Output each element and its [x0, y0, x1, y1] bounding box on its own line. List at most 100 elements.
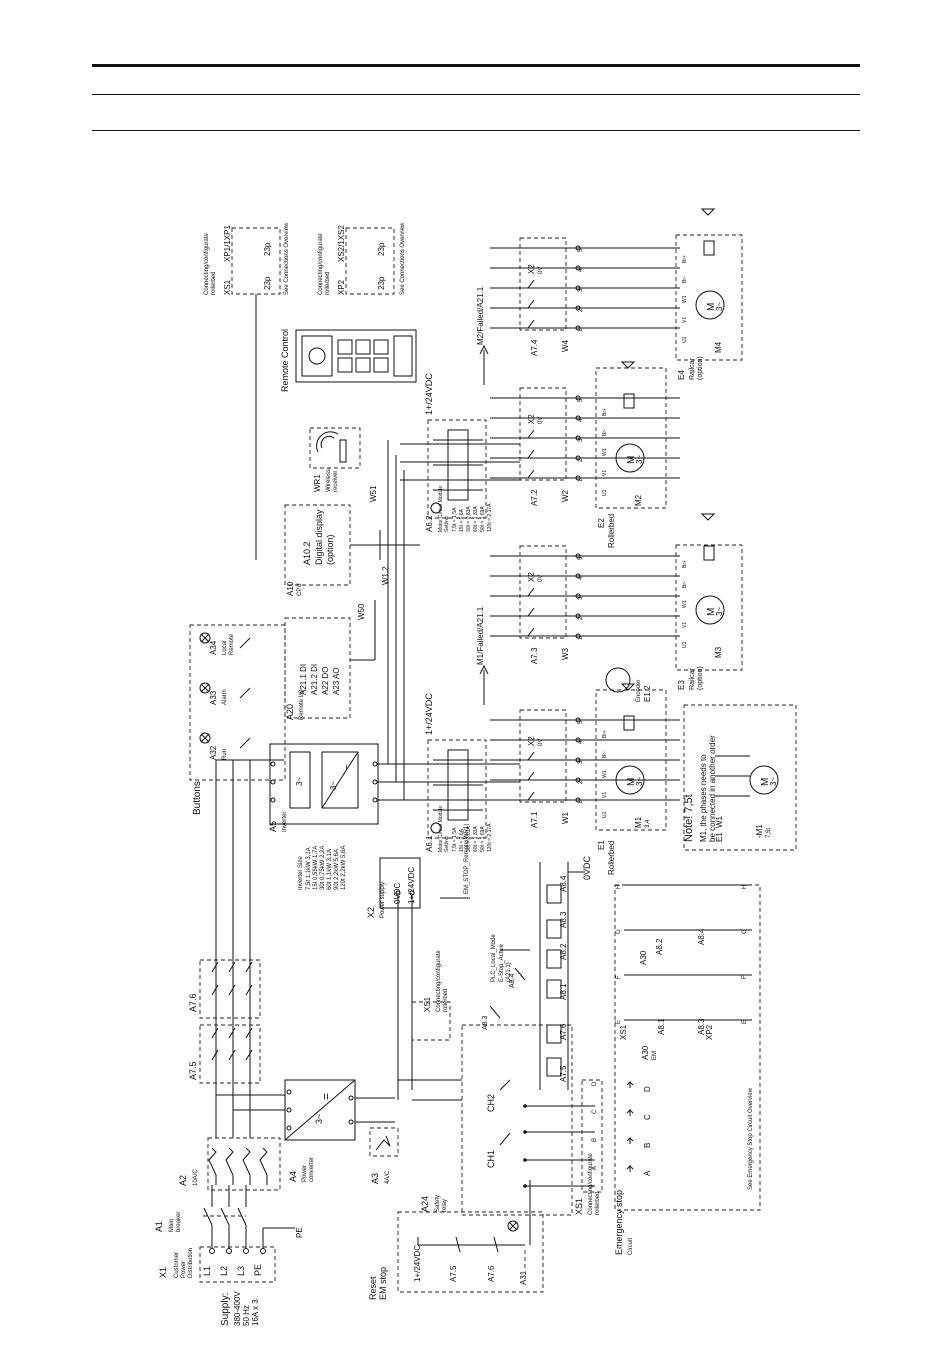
button-a34: A34: [209, 640, 218, 655]
estop-active: (A21.1): [506, 962, 512, 982]
xs1-safety-label: XS1: [574, 1198, 584, 1215]
contactor-a7-2-0v: 0V: [538, 417, 544, 424]
inverter-row: 30t 0,75kW 2,2A: [320, 846, 326, 890]
estop-a82: A8.2: [655, 938, 664, 955]
contactor-a7-1-pin: 2: [578, 780, 584, 784]
note-m1: -M1: [755, 824, 764, 838]
mcm-row: 90t = 1,69A: [480, 826, 486, 852]
estop-letter-a: A: [643, 1170, 652, 1176]
reset-supply: 1+/24VDC: [413, 1245, 422, 1282]
motor-m4-terminal: W1: [682, 295, 688, 303]
note-e1: E1: [715, 832, 724, 842]
estop-circuit-label: Emergency stop: [614, 1190, 624, 1255]
contactor-a7-4-wire: W4: [561, 339, 570, 352]
contactor-a7-1-pin: 5: [578, 720, 584, 724]
a2-label: A2: [178, 1175, 188, 1186]
relay-0vdc: 0VDC: [582, 855, 592, 880]
supply-spec: 50 Hz: [242, 1305, 251, 1326]
a3-desc: 4A/C: [385, 1170, 391, 1184]
note-title: Note! 7,5t: [683, 794, 695, 842]
motor-m3-m: M: [706, 608, 717, 616]
xs2-label: XS2/1XS2: [337, 225, 346, 262]
a6-2-label: A6.2: [425, 515, 434, 532]
pe-label: PE: [295, 1227, 304, 1238]
xs1-safety-desc: rollerbed: [595, 1192, 601, 1215]
estop-circuit-sub: Circuit: [628, 1238, 634, 1255]
ps-0v: 0VDC: [393, 882, 402, 904]
estop-pin-out-f: F: [742, 975, 748, 979]
estop-pin-out-e: E: [742, 1020, 748, 1024]
estop-overview: See Emergency Stop Circuit Overview: [748, 1087, 754, 1190]
a24-desc: relay: [442, 1199, 448, 1212]
estop-letter-d: D: [643, 1086, 652, 1092]
e4-label: E4: [677, 370, 686, 380]
motor-m3-terminal: U1: [682, 641, 688, 648]
mcm-row: 60t = 1,33A: [473, 826, 479, 852]
contactor-a7-4-0v: 0V: [538, 267, 544, 274]
motor-m4-terminal: Br-: [682, 276, 688, 283]
xp1-label: XP1/1XP1: [223, 225, 232, 262]
estop-pin-h: H: [616, 885, 622, 889]
supply-spec: 380-400V: [233, 1291, 242, 1326]
contactor-a7-3-pin: 1: [578, 636, 584, 640]
a4-desc: converter: [309, 1157, 315, 1182]
e2-desc: Rollerbed: [607, 514, 616, 548]
header-rule-top: [92, 64, 860, 67]
mcm-title: Motor Circuit Module: [438, 806, 444, 852]
w12-label: W1.2: [381, 566, 390, 585]
inverter-row: 7,5t 1,1kW 3,1A: [306, 847, 312, 890]
e4-desc: Railcar: [689, 358, 696, 380]
motor-m1-m: M: [626, 778, 637, 786]
button-a32: A32: [209, 745, 218, 760]
motor-m4-terminal: U1: [682, 336, 688, 343]
contactor-a7-4-pin: 5: [578, 248, 584, 252]
xs1-pins: 23p: [263, 276, 272, 290]
contactor-a7-1-0v: 0V: [538, 739, 544, 746]
em-stop-remote: EM_STOP_Remote(WR1): [464, 824, 470, 894]
mcm-row: 7,5t = 1,5A: [452, 507, 458, 532]
xs1-pin-c: C: [592, 1109, 598, 1114]
plc-local-mode: PLC_Local_Mode: [491, 934, 497, 982]
xs1-mid-desc: rollerbed: [443, 989, 449, 1012]
a5-label: A5: [268, 821, 278, 832]
xs1-mid-desc: Connecting/configurate: [436, 950, 442, 1012]
contactor-a7-4-label: A7.4: [530, 339, 539, 356]
contactor-a7-2-wire: W2: [561, 489, 570, 502]
a24-desc: Safety: [435, 1195, 441, 1212]
button-desc: Local: [222, 641, 228, 655]
estop-pin-f: F: [616, 975, 622, 979]
note-line: be connected in another order: [708, 735, 717, 842]
a6-1-supply: 1+/24VDC: [424, 693, 434, 735]
inverter-title: Inverter Size: [298, 856, 304, 890]
a2-desc: 10A/C: [193, 1169, 199, 1186]
motor-m4-terminal: V1: [682, 317, 688, 323]
contactor-a7-3-pin: 5: [578, 556, 584, 560]
relay-a81-label: A8.1: [559, 983, 568, 1000]
note-motor-m: M: [760, 778, 771, 786]
mcm-row: 60t = 1,33A: [473, 506, 479, 532]
xs1-top-desc: Connecting/configurate: [204, 233, 210, 295]
a10-desc: CPU: [297, 583, 303, 596]
mcm-title: Setting: [444, 516, 450, 532]
contactor-a7-4-pin: 4: [578, 268, 584, 272]
motor-m1-terminal: Br+: [602, 730, 608, 738]
ch1-label: CH1: [486, 1150, 496, 1168]
x2-desc: Power supply: [380, 882, 386, 918]
motor-m1-terminal: V1: [602, 792, 608, 798]
estop-pin-g: G: [616, 929, 622, 934]
supply-spec: 16A x 3: [251, 1299, 260, 1326]
e2-label: E2: [597, 518, 606, 528]
contactors-a75-a76: A7.5A7.6: [188, 959, 261, 1084]
see-connections-2: See Connections Overview: [400, 222, 406, 295]
